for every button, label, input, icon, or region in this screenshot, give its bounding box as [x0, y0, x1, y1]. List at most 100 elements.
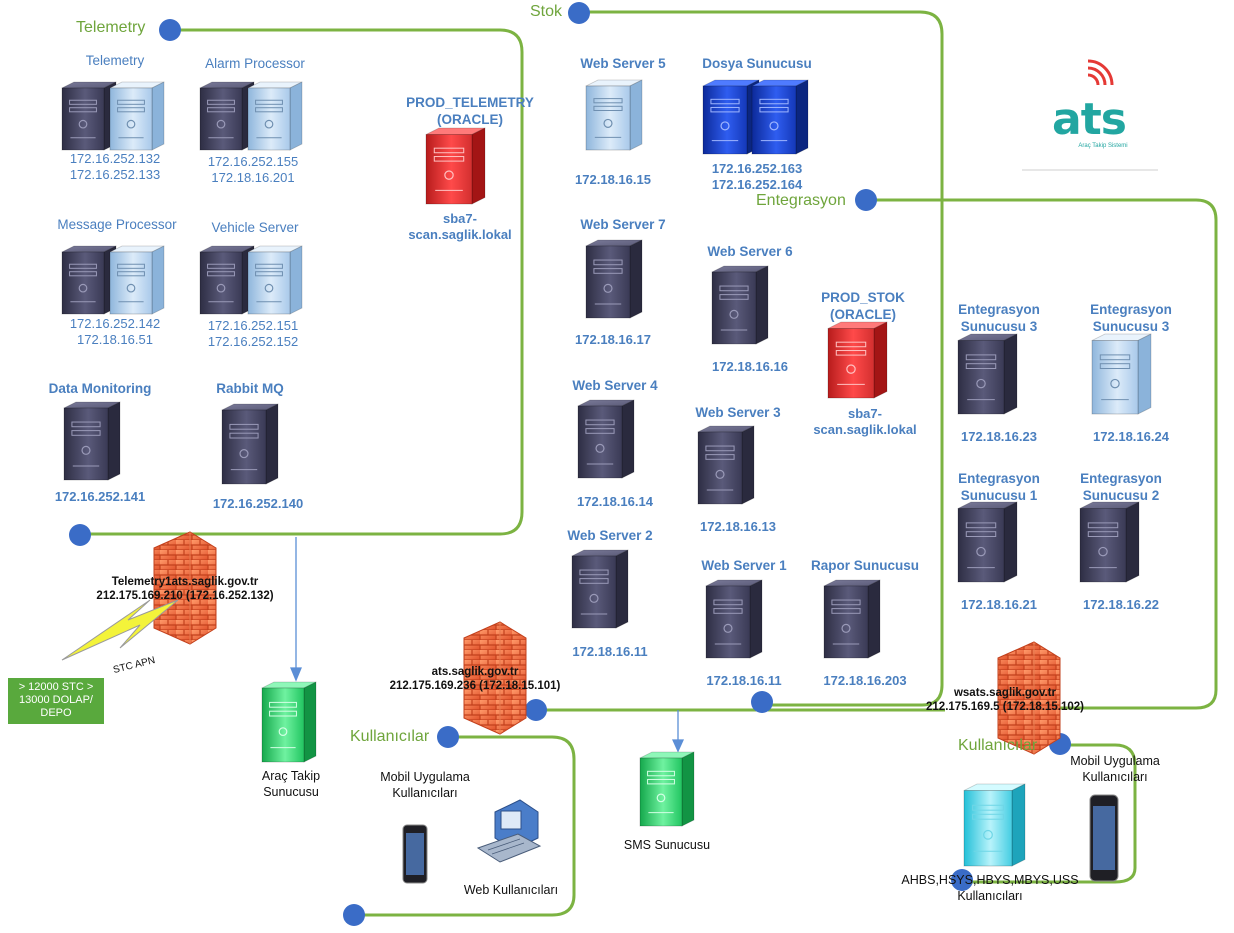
telemetry-node-dot	[159, 19, 181, 41]
entegrasyon-1-ip: 172.18.16.21	[961, 597, 1037, 612]
entegrasyon-node-dot	[855, 189, 877, 211]
vehicle-server-ip: 172.16.252.151 172.16.252.152	[207, 318, 299, 350]
rabbit-mq-server-icon	[221, 403, 279, 485]
ahbs-label: AHBS,HSYS,HBYS,MBYS,USS Kullanıcıları	[901, 873, 1079, 903]
prod-telemetry-db-icon	[425, 127, 486, 205]
web-server-3-title: Web Server 3	[695, 405, 781, 420]
ats-node-dot	[525, 699, 547, 721]
prod-stok-host: sba7- scan.saglik.lokal	[813, 406, 917, 438]
web-server-7-title: Web Server 7	[580, 217, 666, 232]
dosya-server-1-icon	[702, 79, 760, 155]
telemetry-group-label: Telemetry	[76, 19, 146, 36]
mobil-left-label: Mobil Uygulama Kullanıcıları	[380, 770, 470, 800]
desktop-computer-icon	[476, 799, 542, 863]
web-server-5-ip: 172.18.16.15	[575, 172, 651, 187]
web-server-6-ip: 172.18.16.16	[712, 359, 788, 374]
vehicle-server-light-icon	[247, 245, 303, 315]
telemetry-firewall-icon	[153, 531, 217, 645]
sms-server-icon	[639, 751, 695, 827]
data-monitoring-ip: 172.16.252.141	[54, 489, 146, 504]
wsats-firewall-icon	[997, 641, 1061, 755]
kullanicilar-left-end-node-dot	[343, 904, 365, 926]
telemetry-firewall-label: Telemetry1ats.saglik.gov.tr 212.175.169.…	[96, 576, 274, 603]
entegrasyon-2-server-icon	[1079, 501, 1140, 583]
stok-end-node-dot	[751, 691, 773, 713]
rabbit-mq-ip: 172.16.252.140	[212, 496, 304, 511]
entegrasyon-3b-server-icon	[1091, 333, 1152, 415]
web-server-4-ip: 172.18.16.14	[577, 494, 653, 509]
web-server-4-title: Web Server 4	[572, 378, 658, 393]
data-monitoring-title: Data Monitoring	[48, 381, 152, 396]
prod-telemetry-title: PROD_TELEMETRY (ORACLE)	[406, 95, 534, 127]
web-server-1-ip: 172.18.16.11	[706, 673, 782, 688]
telemetry-end-node-dot	[69, 524, 91, 546]
kullanicilar-left-group-label: Kullanıcılar	[350, 728, 430, 745]
message-processor-ip: 172.16.252.142 172.18.16.51	[69, 316, 161, 348]
alarm-processor-light-icon	[247, 81, 303, 151]
telemetry-server-ip: 172.16.252.132 172.16.252.133	[69, 151, 161, 183]
web-server-6-icon	[711, 265, 769, 345]
entegrasyon-2-ip: 172.18.16.22	[1083, 597, 1159, 612]
web-server-3-ip: 172.18.16.13	[700, 519, 776, 534]
entegrasyon-3a-server-icon	[957, 333, 1018, 415]
web-server-7-icon	[585, 239, 643, 319]
dosya-server-2-icon	[751, 79, 809, 155]
rapor-server-icon	[823, 579, 881, 659]
firewalls	[153, 531, 1061, 755]
web-server-1-icon	[705, 579, 763, 659]
message-processor-light-icon	[109, 245, 165, 315]
ats-logo-subtitle: Araç Takip Sistemi	[1078, 143, 1128, 149]
servers	[61, 79, 1152, 867]
stok-network-line	[580, 10, 944, 707]
entegrasyon-3a-ip: 172.18.16.23	[961, 429, 1037, 444]
web-server-1-title: Web Server 1	[701, 558, 787, 573]
entegrasyon-3a-title: Entegrasyon Sunucusu 3	[958, 302, 1040, 334]
web-server-2-title: Web Server 2	[567, 528, 653, 543]
telemetry-network-line	[78, 28, 524, 536]
ats-logo	[1022, 59, 1158, 171]
kullanicilar-left-node-dot	[437, 726, 459, 748]
entegrasyon-1-server-icon	[957, 501, 1018, 583]
telemetry-server-light-icon	[109, 81, 165, 151]
ats-logo-text: ats	[1052, 94, 1127, 145]
rabbit-mq-title: Rabbit MQ	[216, 381, 284, 396]
arac-takip-server-icon	[261, 681, 317, 763]
rapor-sunucusu-title: Rapor Sunucusu	[810, 558, 919, 573]
dosya-sunucusu-ip: 172.16.252.163 172.16.252.164	[711, 161, 803, 193]
alarm-processor-ip: 172.16.252.155 172.18.16.201	[207, 154, 299, 186]
stok-group-label: Stok	[530, 3, 563, 20]
kullanicilar-right-end-node-dot	[951, 869, 973, 891]
web-server-7-ip: 172.18.16.17	[575, 332, 651, 347]
ahbs-server-icon	[963, 783, 1026, 867]
wsats-firewall-label: wsats.saglik.gov.tr 212.175.169.5 (172.1…	[926, 687, 1084, 714]
entegrasyon-network-line	[865, 198, 1218, 710]
kullanicilar-left-line	[354, 735, 576, 917]
lightning-bolt-icon	[61, 599, 179, 661]
web-server-6-title: Web Server 6	[707, 244, 793, 259]
telemetry-server-title: Telemetry	[85, 53, 145, 68]
ats-firewall-icon	[463, 621, 527, 735]
vehicle-server-title: Vehicle Server	[211, 220, 299, 235]
network-lines	[78, 10, 1218, 917]
web-server-2-icon	[571, 549, 629, 629]
web-server-2-ip: 172.18.16.11	[572, 644, 648, 659]
mobil-right-label: Mobil Uygulama Kullanıcıları	[1070, 754, 1160, 784]
entegrasyon-3b-title: Entegrasyon Sunucusu 3	[1090, 302, 1172, 334]
entegrasyon-3b-ip: 172.18.16.24	[1093, 429, 1169, 444]
entegrasyon-1-title: Entegrasyon Sunucusu 1	[958, 471, 1040, 503]
message-processor-dark-icon	[61, 245, 117, 315]
mobile-phone-left-icon	[402, 824, 428, 884]
vehicle-server-dark-icon	[199, 245, 255, 315]
data-monitoring-server-icon	[63, 401, 121, 481]
web-server-3-icon	[697, 425, 755, 505]
node-dots	[69, 2, 1071, 926]
prod-stok-db-icon	[827, 321, 888, 399]
web-server-4-icon	[577, 399, 635, 479]
stok-node-dot	[568, 2, 590, 24]
sms-label: SMS Sunucusu	[623, 838, 711, 852]
stc-count-note: > 12000 STC > 13000 DOLAP/ DEPO	[8, 678, 104, 724]
alarm-processor-title: Alarm Processor	[205, 56, 305, 71]
prod-stok-title: PROD_STOK (ORACLE)	[821, 290, 905, 322]
kullanicilar-right-line	[962, 743, 1137, 884]
